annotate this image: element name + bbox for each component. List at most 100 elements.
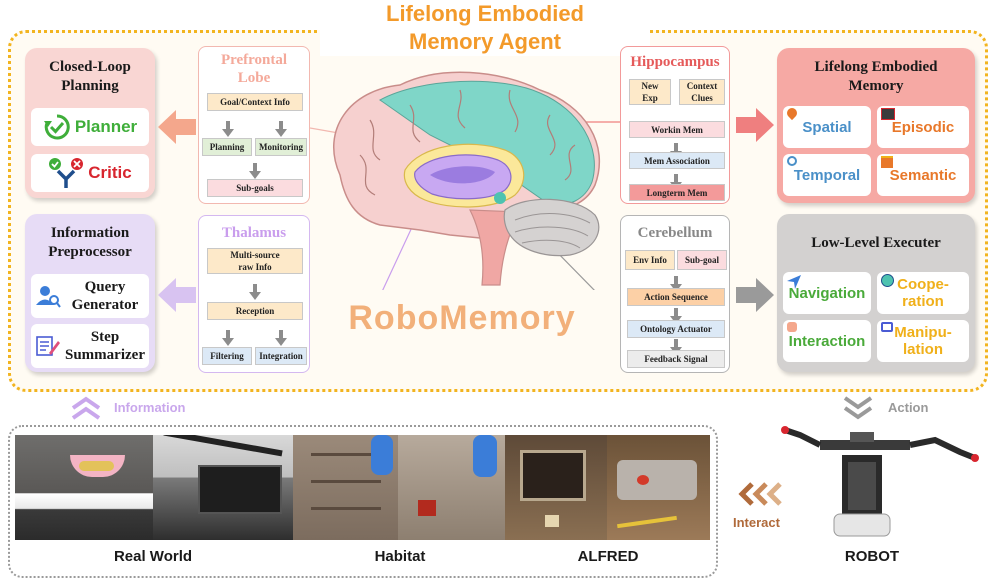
thalamus-title: Thalamus bbox=[221, 225, 287, 241]
double-chevron-down-icon bbox=[843, 396, 873, 420]
step-label-2: Summarizer bbox=[65, 347, 145, 363]
executer-title: Low-Level Executer bbox=[811, 235, 941, 251]
temporal-label: Temporal bbox=[793, 166, 861, 184]
temporal-box: Temporal bbox=[783, 154, 871, 196]
arrow-down-icon bbox=[222, 121, 234, 137]
hand-icon bbox=[787, 322, 797, 332]
cooperation-label-1: Coope- bbox=[897, 276, 949, 293]
manipulation-label-1: Manipu- bbox=[894, 324, 952, 341]
action-sequence-step: Action Sequence bbox=[627, 288, 725, 306]
planning-arrow-left bbox=[158, 110, 196, 144]
reception-step: Reception bbox=[207, 302, 303, 320]
clock-icon bbox=[787, 156, 797, 166]
cooperation-box: Coope- ration bbox=[877, 272, 969, 314]
filtering-step: Filtering bbox=[202, 347, 252, 365]
information-label: Information bbox=[114, 400, 186, 415]
book-icon bbox=[881, 156, 893, 168]
brain-illustration bbox=[310, 71, 620, 290]
action-label: Action bbox=[888, 400, 929, 415]
monitoring-step: Monitoring bbox=[255, 138, 307, 156]
planner-label: Planner bbox=[74, 117, 138, 136]
goal-context-step: Goal/Context Info bbox=[207, 93, 303, 111]
episodic-label: Episodic bbox=[891, 118, 955, 136]
planner-box: Planner bbox=[31, 108, 149, 146]
arrow-down-icon bbox=[222, 330, 234, 346]
working-mem-step: Workin Mem bbox=[629, 121, 725, 138]
query-label-2: Generator bbox=[71, 297, 139, 313]
real-world-image-2 bbox=[153, 435, 293, 540]
location-pin-icon bbox=[784, 105, 800, 121]
cerebellum-module: Cerebellum Env Info Sub-goal Action Sequ… bbox=[620, 215, 730, 373]
cooperation-label-2: ration bbox=[902, 293, 944, 310]
ontology-actuator-step: Ontology Actuator bbox=[627, 320, 725, 338]
navigation-label: Navigation bbox=[788, 284, 866, 302]
step-summarizer-box: Step Summarizer bbox=[31, 324, 149, 368]
hippocampus-title: Hippocampus bbox=[630, 54, 720, 70]
robot-arm-icon bbox=[881, 322, 893, 332]
manipulation-label-2: lation bbox=[903, 341, 943, 358]
globe-icon bbox=[881, 274, 894, 287]
cerebellum-title: Cerebellum bbox=[637, 225, 713, 241]
arrow-down-icon bbox=[275, 330, 287, 346]
spatial-box: Spatial bbox=[783, 105, 871, 148]
subgoal-step: Sub-goal bbox=[677, 250, 727, 270]
title-line-2: Memory Agent bbox=[409, 29, 561, 54]
navigation-icon bbox=[787, 275, 801, 289]
habitat-label: Habitat bbox=[374, 548, 426, 565]
alfred-image-2 bbox=[607, 435, 710, 540]
mem-association-step: Mem Association bbox=[629, 152, 725, 169]
env-info-step: Env Info bbox=[625, 250, 675, 270]
navigation-box: Navigation bbox=[783, 272, 871, 314]
executer-arrow-right bbox=[736, 278, 774, 312]
manipulation-box: Manipu- lation bbox=[877, 320, 969, 362]
agent-title: Lifelong Embodied Memory Agent bbox=[320, 0, 650, 56]
planning-step: Planning bbox=[202, 138, 252, 156]
alfred-label: ALFRED bbox=[577, 548, 639, 565]
semantic-label: Semantic bbox=[889, 166, 957, 184]
film-icon bbox=[881, 108, 895, 120]
arrow-down-icon bbox=[275, 121, 287, 137]
fork-check-cross-icon bbox=[49, 158, 84, 188]
refresh-check-icon bbox=[43, 114, 70, 140]
interaction-label: Interaction bbox=[788, 332, 866, 350]
critic-label: Critic bbox=[88, 163, 132, 182]
interact-label: Interact bbox=[733, 515, 780, 530]
robot-illustration bbox=[781, 426, 979, 537]
arrow-down-icon bbox=[249, 284, 261, 300]
longterm-mem-step: Longterm Mem bbox=[629, 184, 725, 201]
query-generator-box: Query Generator bbox=[31, 274, 149, 318]
step-label-1: Step bbox=[90, 329, 120, 345]
semantic-box: Semantic bbox=[877, 154, 969, 196]
robot-label: ROBOT bbox=[844, 548, 900, 565]
environment-frame bbox=[8, 425, 718, 578]
title-line-1: Lifelong Embodied bbox=[386, 1, 584, 26]
notepad-pen-icon bbox=[36, 336, 60, 356]
habitat-image-1 bbox=[293, 435, 398, 540]
low-level-executer-card: Low-Level Executer Navigation Coope- rat… bbox=[777, 214, 975, 372]
preprocessor-arrow-left bbox=[158, 278, 196, 312]
alfred-image-1 bbox=[505, 435, 607, 540]
interaction-box: Interaction bbox=[783, 320, 871, 362]
habitat-image-2 bbox=[398, 435, 505, 540]
query-label-1: Query bbox=[84, 279, 126, 295]
arrow-down-icon bbox=[249, 163, 261, 179]
critic-box: Critic bbox=[31, 154, 149, 192]
real-world-label: Real World bbox=[113, 548, 193, 565]
episodic-box: Episodic bbox=[877, 106, 969, 148]
user-search-icon bbox=[36, 286, 61, 308]
feedback-signal-step: Feedback Signal bbox=[627, 350, 725, 368]
double-chevron-up-icon bbox=[71, 396, 101, 420]
integration-step: Integration bbox=[255, 347, 307, 365]
real-world-image-1 bbox=[15, 435, 153, 540]
memory-arrow-right bbox=[736, 108, 774, 142]
